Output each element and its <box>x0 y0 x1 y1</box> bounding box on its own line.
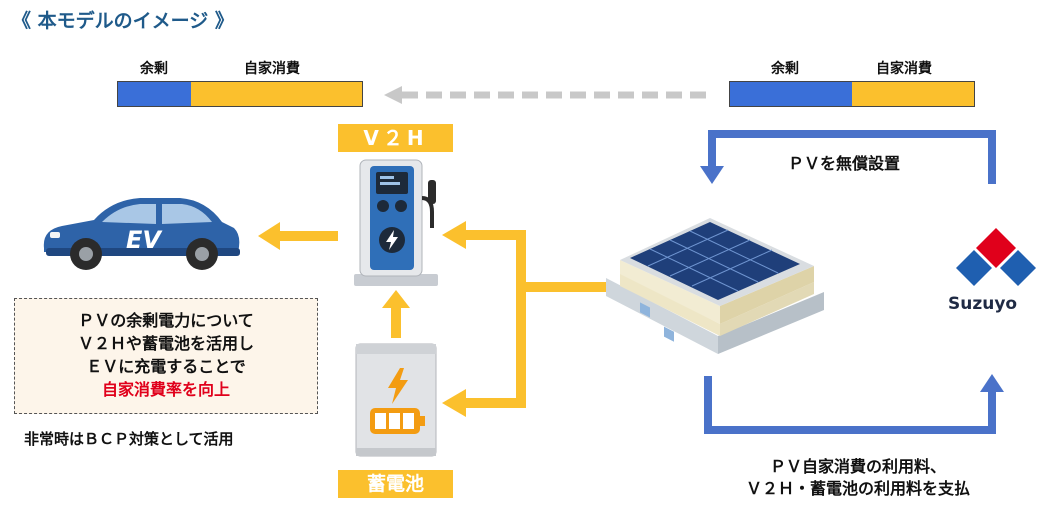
explanation-line-1: ＰＶの余剰電力について <box>78 311 254 330</box>
pv-install-label: ＰＶを無償設置 <box>788 154 901 173</box>
right-consumption-bar <box>729 81 975 107</box>
v2h-tag: V２H <box>338 124 453 152</box>
explanation-line-3: ＥＶに充電することで <box>86 357 246 376</box>
bcp-note: 非常時はＢＣＰ対策として活用 <box>24 430 234 448</box>
arrow-pv-install <box>700 130 996 184</box>
left-bar-surplus-label: 余剰 <box>140 61 168 77</box>
suzuyo-name: Suzuyo <box>948 294 1018 314</box>
arrow-factory-to-storage <box>442 221 606 417</box>
v2h-charger-icon <box>354 159 438 286</box>
storage-battery-icon <box>355 343 437 457</box>
right-bar-surplus-segment <box>730 82 852 106</box>
ev-label: EV <box>126 226 161 254</box>
dashed-arrow <box>384 86 706 104</box>
suzuyo-logo <box>956 228 1036 286</box>
arrow-payment <box>704 374 1004 434</box>
payment-line-1: ＰＶ自家消費の利用料、 <box>769 457 946 476</box>
payment-line-2: Ｖ２Ｈ・蓄電池の利用料を支払 <box>745 479 970 498</box>
page-title: 《 本モデルのイメージ 》 <box>12 10 234 32</box>
electric-car-icon <box>43 198 240 270</box>
explanation-line-2: Ｖ２Ｈや蓄電池を活用し <box>77 334 254 353</box>
left-bar-surplus-segment <box>118 82 192 106</box>
arrow-v2h-to-ev <box>258 222 338 250</box>
solar-factory-icon <box>606 218 824 354</box>
explanation-box <box>14 298 318 414</box>
left-bar-self-segment <box>191 82 362 106</box>
left-consumption-bar <box>117 81 363 107</box>
right-bar-self-label: 自家消費 <box>876 61 932 77</box>
left-bar-self-label: 自家消費 <box>244 61 300 77</box>
right-bar-surplus-label: 余剰 <box>771 61 799 77</box>
arrow-battery-to-v2h <box>382 290 410 338</box>
battery-tag: 蓄電池 <box>338 470 453 498</box>
right-bar-self-segment <box>852 82 974 106</box>
explanation-highlight: 自家消費率を向上 <box>101 380 230 399</box>
